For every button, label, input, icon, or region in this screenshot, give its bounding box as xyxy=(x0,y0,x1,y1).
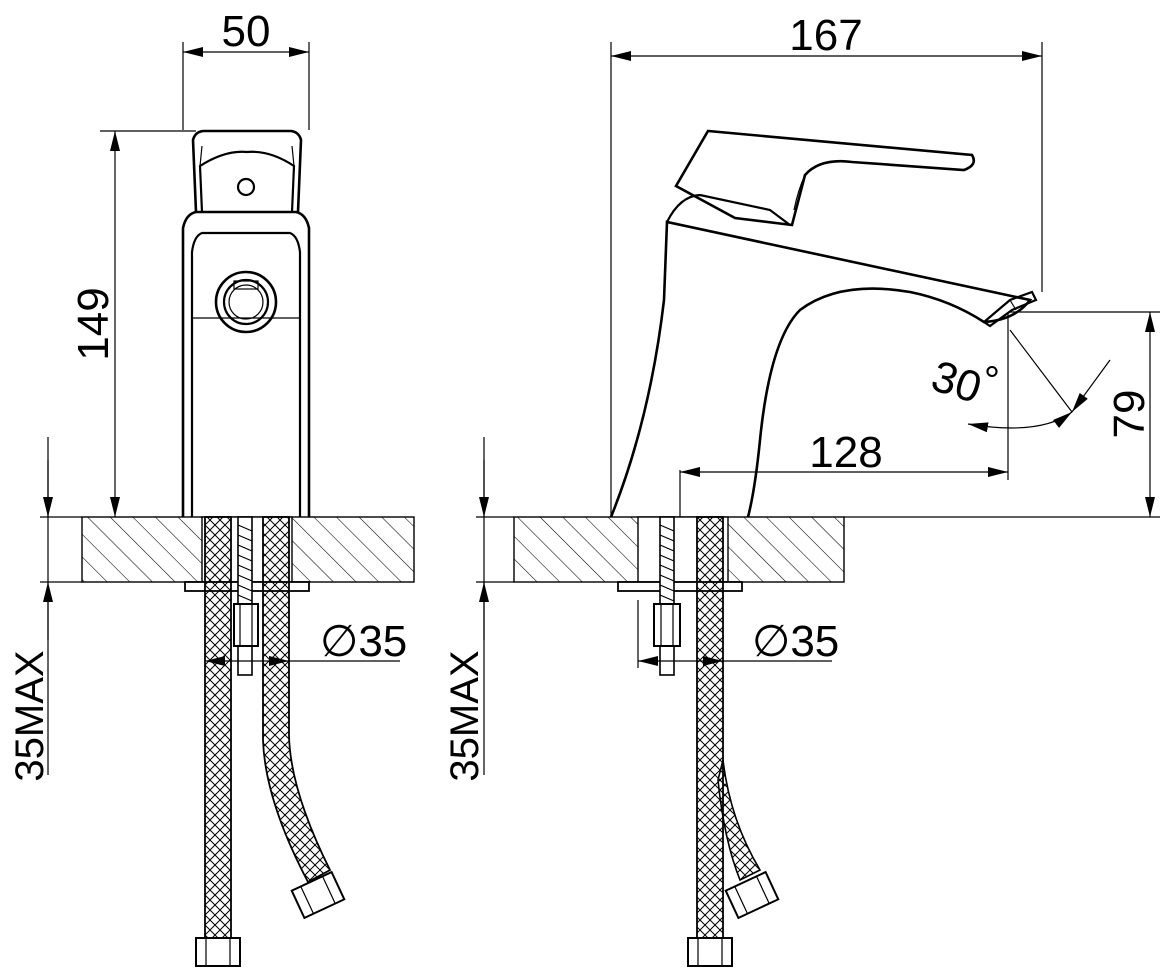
side-handle xyxy=(674,129,976,227)
side-mounting-stud xyxy=(653,516,681,676)
front-view: 50 149 35MAX ∅35 xyxy=(8,7,415,967)
front-faucet-body xyxy=(181,129,311,517)
front-width-dimension: 50 xyxy=(182,7,310,130)
side-faucet-body xyxy=(609,129,1038,518)
front-hose-right xyxy=(262,516,346,920)
front-height-dimension: 149 xyxy=(69,130,196,517)
front-mounting-stud xyxy=(233,516,259,676)
front-thickness-dimension: 35MAX xyxy=(8,437,82,782)
side-aerator xyxy=(982,290,1038,328)
side-angle-label: 30 xyxy=(926,351,988,413)
side-outlet-height-label: 79 xyxy=(1105,390,1154,439)
side-reach-label: 128 xyxy=(809,428,882,477)
side-hose-rear xyxy=(717,759,780,920)
side-reach-dimension: 128 xyxy=(679,312,1009,517)
front-thickness-label: 35MAX xyxy=(8,650,52,781)
side-angle-dimension: 30 ° xyxy=(926,329,1111,433)
side-thickness-dimension: 35MAX xyxy=(443,437,514,782)
side-view: 167 128 79 30 ° xyxy=(443,11,1160,967)
front-handle-screw-hole xyxy=(236,177,256,197)
side-outlet-height-dimension: 79 xyxy=(844,311,1160,518)
front-aerator xyxy=(214,270,278,334)
side-length-label: 167 xyxy=(789,11,862,60)
front-hole-label: ∅35 xyxy=(320,617,407,666)
side-hole-dimension: ∅35 xyxy=(637,600,839,668)
side-hole-label: ∅35 xyxy=(752,617,839,666)
side-thickness-label: 35MAX xyxy=(443,650,487,781)
side-hose-front xyxy=(687,516,733,967)
front-width-label: 50 xyxy=(222,7,271,56)
front-hose-left xyxy=(195,516,241,967)
side-mounting-washer xyxy=(617,581,743,592)
side-angle-unit: ° xyxy=(984,359,1000,403)
front-height-label: 149 xyxy=(69,287,118,360)
front-hole-dimension: ∅35 xyxy=(205,617,407,666)
side-length-dimension: 167 xyxy=(610,11,1043,517)
